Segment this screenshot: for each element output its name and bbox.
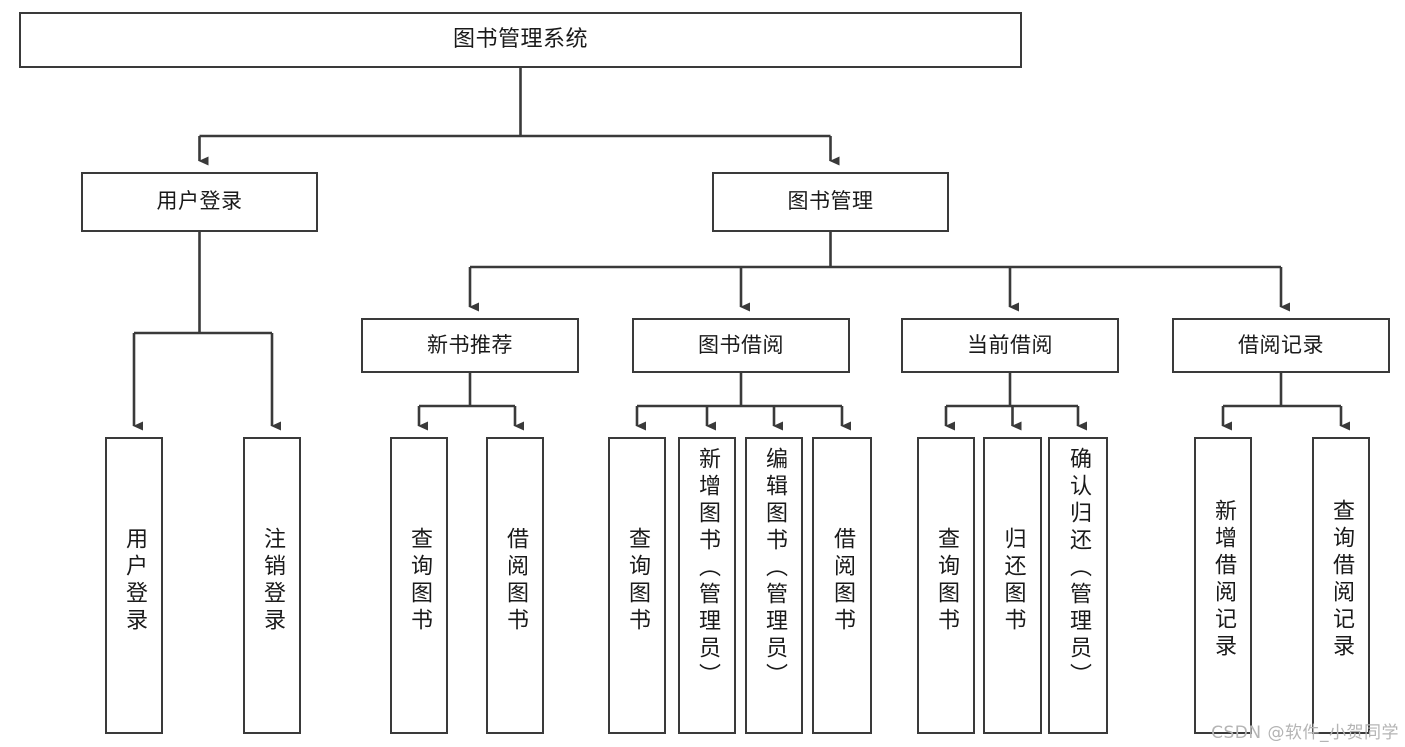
node-leaf-confirm-return[interactable]: 确认归还（管理员） [1048,437,1108,734]
node-label: 查询图书 [407,527,432,635]
node-leaf-borrow-book-1[interactable]: 借阅图书 [486,437,544,734]
node-label: 当前借阅 [967,332,1053,357]
node-leaf-query-book-1[interactable]: 查询图书 [390,437,448,734]
node-label: 图书借阅 [698,332,784,357]
node-leaf-add-record[interactable]: 新增借阅记录 [1194,437,1252,734]
node-leaf-edit-book[interactable]: 编辑图书（管理员） [745,437,803,734]
node-label: 用户登录 [122,527,147,635]
node-leaf-return-book[interactable]: 归还图书 [983,437,1042,734]
node-leaf-user-login[interactable]: 用户登录 [105,437,163,734]
node-leaf-query-book-3[interactable]: 查询图书 [917,437,975,734]
node-label: 注销登录 [260,527,285,635]
node-leaf-borrow-book-2[interactable]: 借阅图书 [812,437,872,734]
csdn-watermark: CSDN @软件_小贺同学 [1211,723,1399,743]
node-label: 新增借阅记录 [1211,499,1236,661]
node-current-borrow[interactable]: 当前借阅 [901,318,1119,373]
node-new-book-rec[interactable]: 新书推荐 [361,318,579,373]
node-leaf-user-logout[interactable]: 注销登录 [243,437,301,734]
node-leaf-query-book-2[interactable]: 查询图书 [608,437,666,734]
node-label: 借阅图书 [830,527,855,635]
node-label: 新增图书（管理员） [695,447,720,690]
node-label: 确认归还（管理员） [1066,447,1091,690]
node-leaf-query-record[interactable]: 查询借阅记录 [1312,437,1370,734]
node-label: 新书推荐 [427,332,513,357]
node-leaf-add-book[interactable]: 新增图书（管理员） [678,437,736,734]
node-label: 查询借阅记录 [1329,499,1354,661]
node-book-manage[interactable]: 图书管理 [712,172,949,232]
node-label: 借阅图书 [503,527,528,635]
node-label: 用户登录 [156,189,243,214]
node-label: 借阅记录 [1238,332,1324,357]
node-label: 查询图书 [625,527,650,635]
node-book-borrow[interactable]: 图书借阅 [632,318,850,373]
node-label: 图书管理系统 [452,26,588,52]
node-label: 编辑图书（管理员） [762,447,787,690]
node-label: 归还图书 [1000,527,1026,635]
node-user-login[interactable]: 用户登录 [81,172,318,232]
node-label: 查询图书 [934,527,959,635]
node-root[interactable]: 图书管理系统 [19,12,1022,68]
node-label: 图书管理 [787,189,874,214]
node-borrow-record[interactable]: 借阅记录 [1172,318,1390,373]
